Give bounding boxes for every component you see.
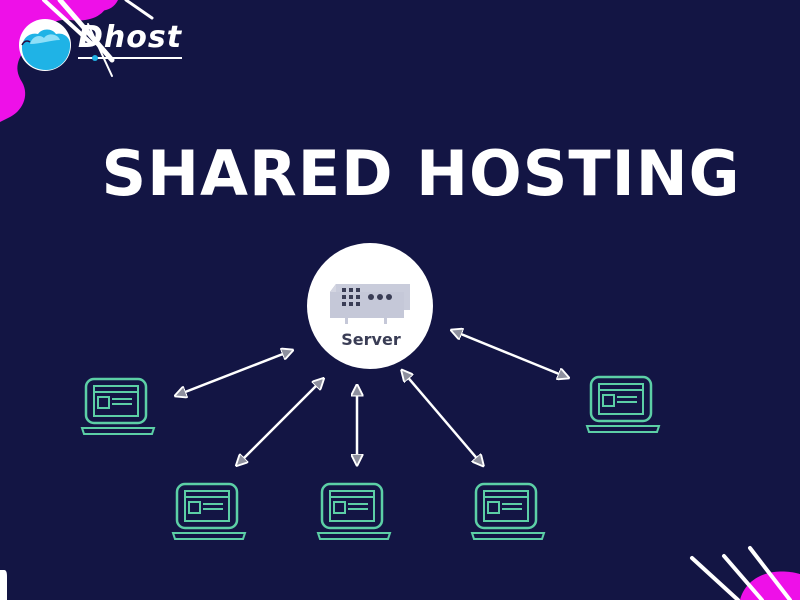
- server-label: Server: [341, 330, 401, 349]
- white-streaks-bottom-right: [690, 546, 792, 600]
- laptop-icon: [470, 482, 546, 541]
- laptop-icon: [80, 377, 156, 436]
- bidirectional-arrow-icon: [180, 332, 564, 462]
- laptop-icon: [171, 482, 247, 541]
- laptop-icon: [316, 482, 392, 541]
- white-streaks-top-left: [42, 0, 154, 77]
- laptop-icon: [585, 375, 661, 434]
- page-title: SHARED HOSTING: [101, 137, 741, 210]
- brand-name: Dhost: [78, 20, 183, 55]
- server-rack-icon: [330, 284, 410, 324]
